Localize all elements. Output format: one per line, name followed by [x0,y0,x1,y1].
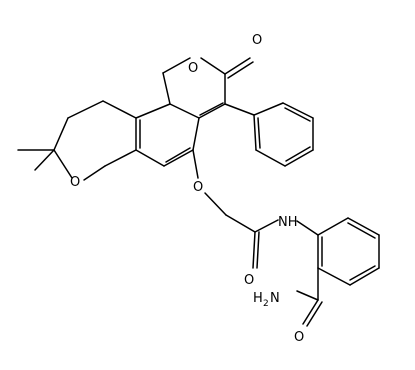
atom-label-nh2-n: N [270,291,280,306]
chroman-ring [53,100,137,181]
atom-label-amide-o: O [244,273,254,288]
pyranone-ring [162,57,226,119]
gem-dimethyl [17,149,55,171]
phenyl-ring [224,102,314,167]
amide-group [252,219,279,269]
anthranilamide-ring [296,217,380,286]
atom-label-ring-o-chroman: O [70,175,80,190]
atom-label-nh2: H 2 N [253,291,280,309]
atom-label-amide-nh: NH [278,215,298,230]
atom-label-benzamide-o: O [294,330,304,345]
atom-label-carbonyl-o: O [252,33,262,48]
lactone-carbonyl [224,57,254,79]
atom-label-ring-o-pyranone: O [188,61,198,76]
atom-label-nh2-subscript: 2 [263,299,269,309]
central-benzene-ring [135,103,200,167]
primary-amide [296,267,323,327]
ether-linker [192,149,256,233]
atom-label-ether-o: O [193,180,203,195]
atom-label-nh2-h: H [253,291,263,306]
